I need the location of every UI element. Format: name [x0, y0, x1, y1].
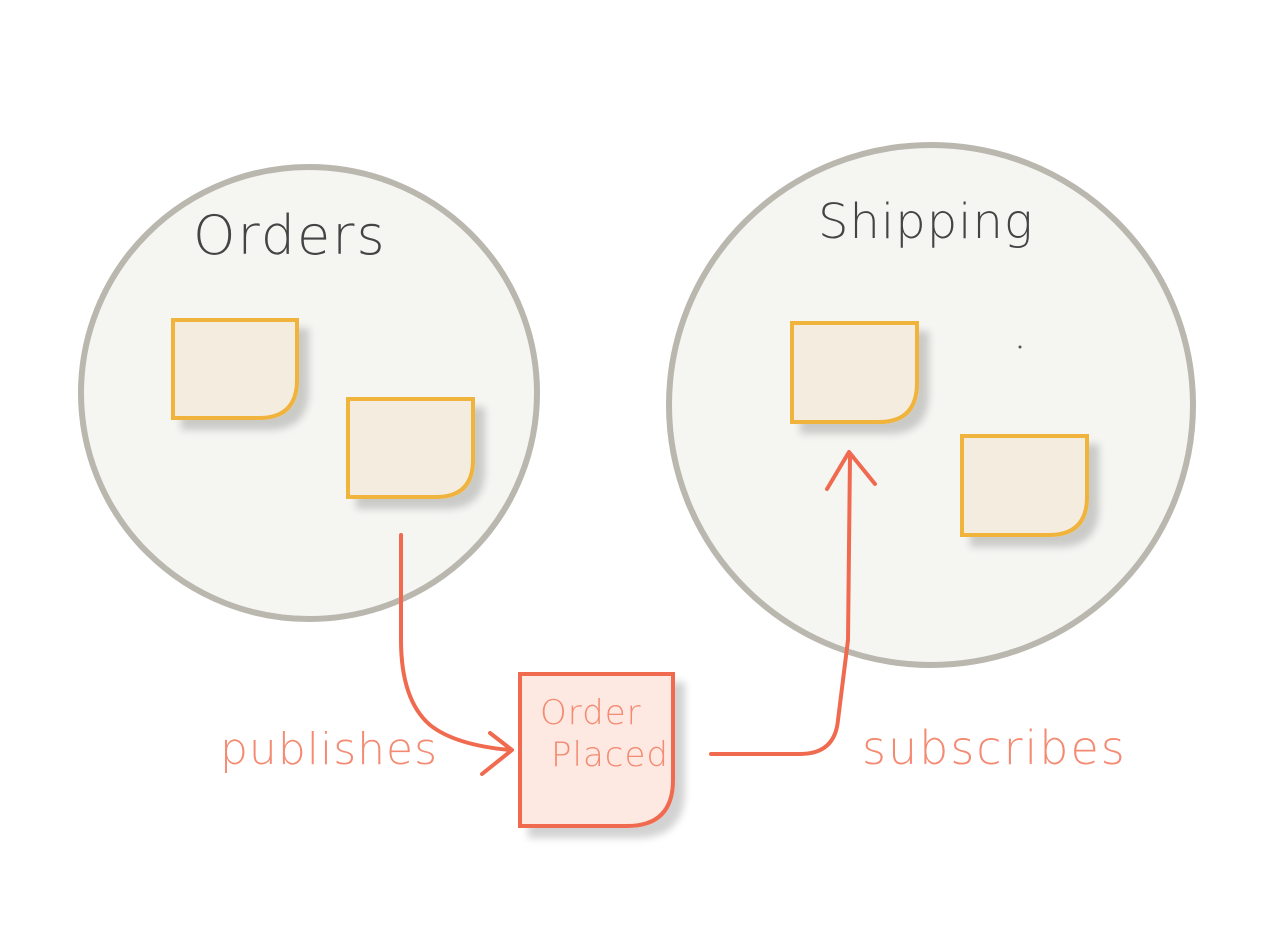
order-placed-event-box — [518, 672, 675, 828]
orders-entity-1 — [171, 318, 299, 420]
order-placed-event-line1: Order — [540, 693, 642, 733]
subscribe-arrow — [709, 450, 877, 756]
subscribe-arrow-line — [709, 453, 852, 756]
publish-arrow-line — [399, 533, 512, 752]
publish-arrow — [399, 533, 514, 776]
orders-context-label: Orders — [193, 204, 387, 267]
orders-entity-2 — [346, 397, 475, 499]
shipping-entity-2 — [960, 434, 1089, 537]
orders-context: Orders — [78, 164, 540, 622]
subscribe-arrowhead — [825, 450, 877, 491]
publishes-label: publishes — [220, 724, 438, 775]
shipping-context: Shipping — [666, 142, 1196, 668]
subscribes-label: subscribes — [862, 721, 1127, 775]
order-placed-event-line2: Placed — [551, 735, 669, 775]
publish-arrowhead — [480, 731, 514, 776]
orders-context-circle — [78, 164, 540, 622]
shipping-entity-1 — [790, 321, 919, 424]
shipping-context-label: Shipping — [818, 194, 1034, 250]
shipping-dot — [1018, 345, 1022, 349]
order-placed-event: Order Placed — [518, 672, 675, 828]
